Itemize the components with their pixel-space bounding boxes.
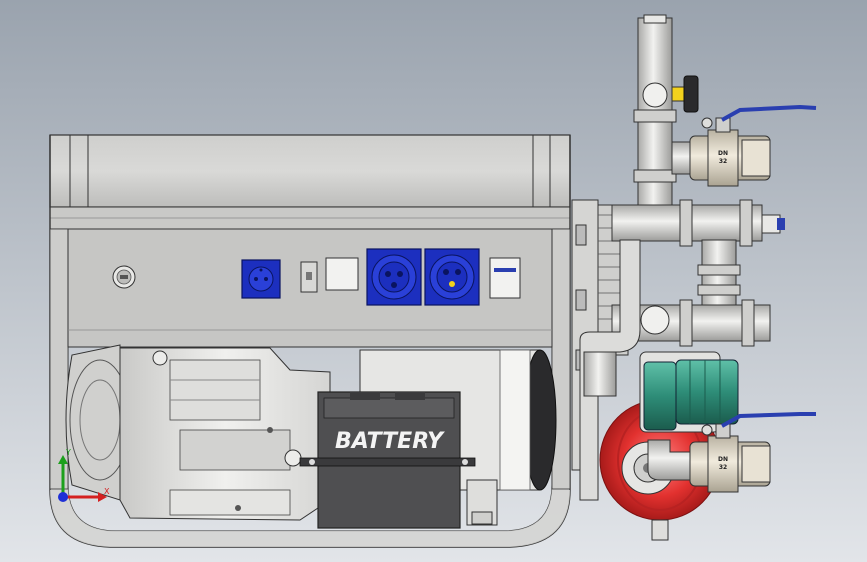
axis-triad: Y X <box>58 448 110 502</box>
circuit-breaker <box>300 261 318 293</box>
circulation-pump <box>639 351 739 433</box>
valve-bottom-size-line1: DN <box>718 456 728 463</box>
axis-y-label: Y <box>65 448 71 457</box>
axis-x-label: X <box>104 487 110 496</box>
battery: BATTERY <box>299 391 476 529</box>
valve-bottom-size-line2: 32 <box>719 464 727 471</box>
ball-valve-top[interactable]: DN 32 <box>689 104 817 187</box>
indicator-panel <box>325 257 359 291</box>
valve-top-size-line1: DN <box>718 150 728 157</box>
meter-display <box>489 257 521 299</box>
socket-large-2 <box>424 248 480 306</box>
socket-small <box>241 259 281 299</box>
generator-frame <box>49 134 571 548</box>
pipework <box>579 14 785 501</box>
fuel-filter <box>466 479 498 526</box>
battery-label: BATTERY <box>335 429 445 454</box>
pressure-gauge <box>671 75 699 113</box>
control-panel <box>67 228 553 348</box>
ball-valve-bottom[interactable]: DN 32 <box>647 412 816 493</box>
key-switch <box>112 265 136 289</box>
valve-top-size-line2: 32 <box>719 158 727 165</box>
socket-large-1 <box>366 248 422 306</box>
